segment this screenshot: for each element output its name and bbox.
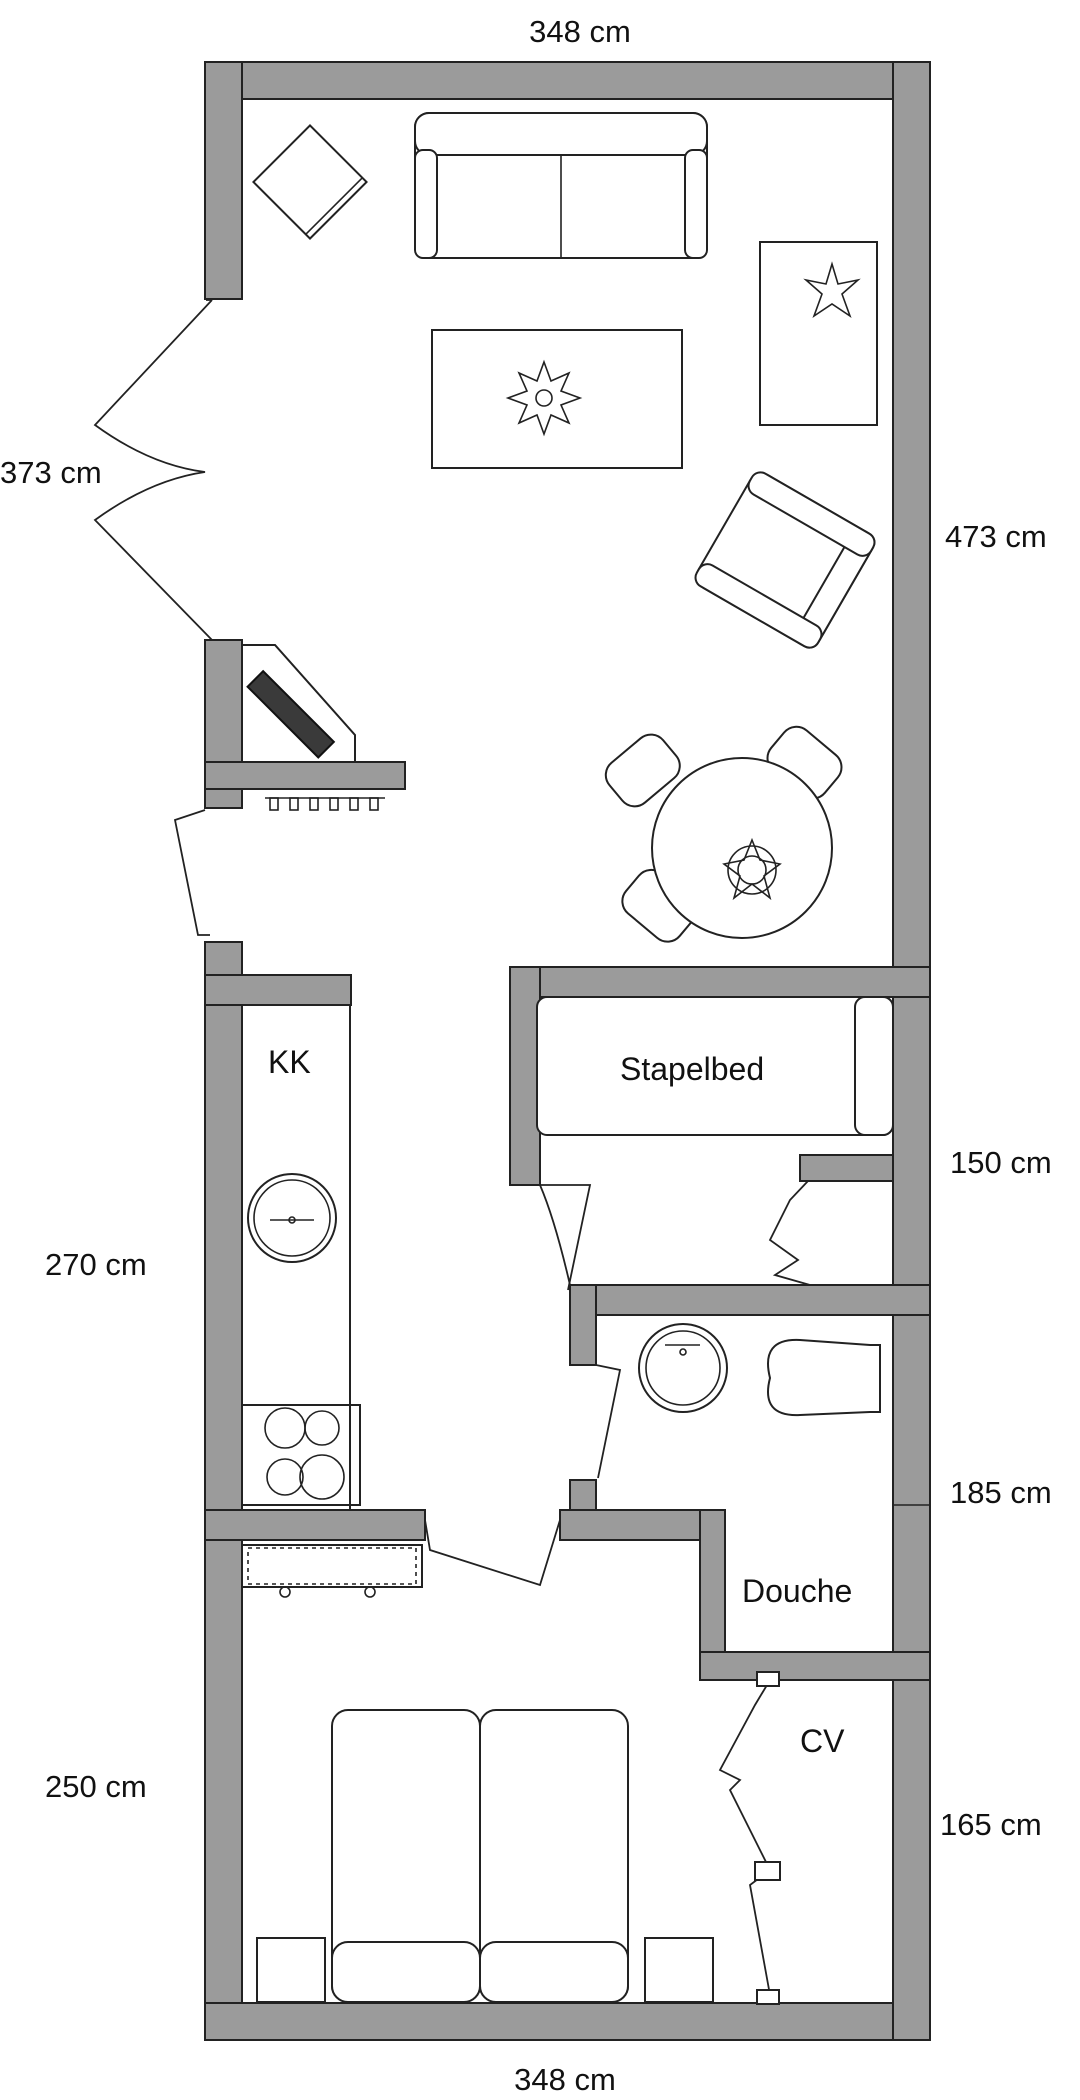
bath-furniture [638,1323,881,1417]
dresser [241,1544,423,1598]
french-door-left [93,299,213,641]
bedroom-furniture [241,1544,714,2003]
armchair [694,471,876,649]
door-bedroom [424,1519,561,1587]
dim-right-bunk: 150 cm [950,1145,1052,1180]
sofa [414,112,708,259]
room-label-cv: CV [800,1723,845,1759]
openings [93,299,811,2005]
dim-right-cv: 165 cm [940,1807,1042,1842]
wall-bunk-bath [569,1284,931,1316]
wall-left-lower [204,941,243,2041]
star-ornament [505,359,583,437]
wall-top [204,61,931,100]
dim-right-bath: 185 cm [950,1475,1052,1510]
room-label-kitchen: KK [268,1044,311,1080]
dim-right-living: 473 cm [945,519,1047,554]
dim-left-living: 373 cm [0,455,102,490]
bunk-furniture [536,996,894,1136]
room-label-shower: Douche [742,1573,852,1609]
wall-closet-top [799,1154,894,1182]
window-left [173,809,210,936]
wall-kitchen-top [204,974,352,1006]
wall-shower-bottom [699,1651,931,1681]
wall-bath-bottom [559,1509,726,1541]
dim-top: 348 cm [529,14,631,49]
kitchen-furniture [241,1004,361,1511]
wall-right-living [892,61,931,968]
nightstand-right [644,1937,714,2003]
wall-right-lower [892,966,931,2041]
bath-sink [638,1323,728,1413]
wall-kitchen-bedroom [204,1509,426,1541]
room-label-bunk: Stapelbed [620,1051,764,1087]
fireplace-ledge [204,761,406,790]
centerpiece [722,837,782,901]
door-cv [718,1679,772,1996]
walls [204,61,931,2041]
fireplace [241,644,385,811]
wall-bottom [204,2002,931,2041]
wall-bunk-left [509,966,541,1186]
living-furniture [241,112,878,943]
double-bed [331,1709,629,2003]
toilet [767,1338,881,1417]
nightstand-left [256,1937,326,2003]
dim-left-bedroom: 250 cm [45,1769,147,1804]
door-closet [768,1180,811,1286]
wall-bunk-top [509,966,931,998]
side-table [252,124,368,240]
rug [431,329,683,469]
stove [241,1404,361,1506]
labels: 348 cm 348 cm 373 cm 270 cm 250 cm 473 c… [0,14,1052,2097]
door-bunk [530,1184,592,1291]
dim-bottom: 348 cm [514,2062,616,2097]
kitchen-sink [247,1173,337,1263]
plant-table [759,241,878,426]
wall-bath-left-top [569,1284,597,1366]
dim-left-kitchen: 270 cm [45,1247,147,1282]
dining-set [604,725,843,943]
door-bath [595,1364,622,1479]
wall-left-top [204,61,243,300]
